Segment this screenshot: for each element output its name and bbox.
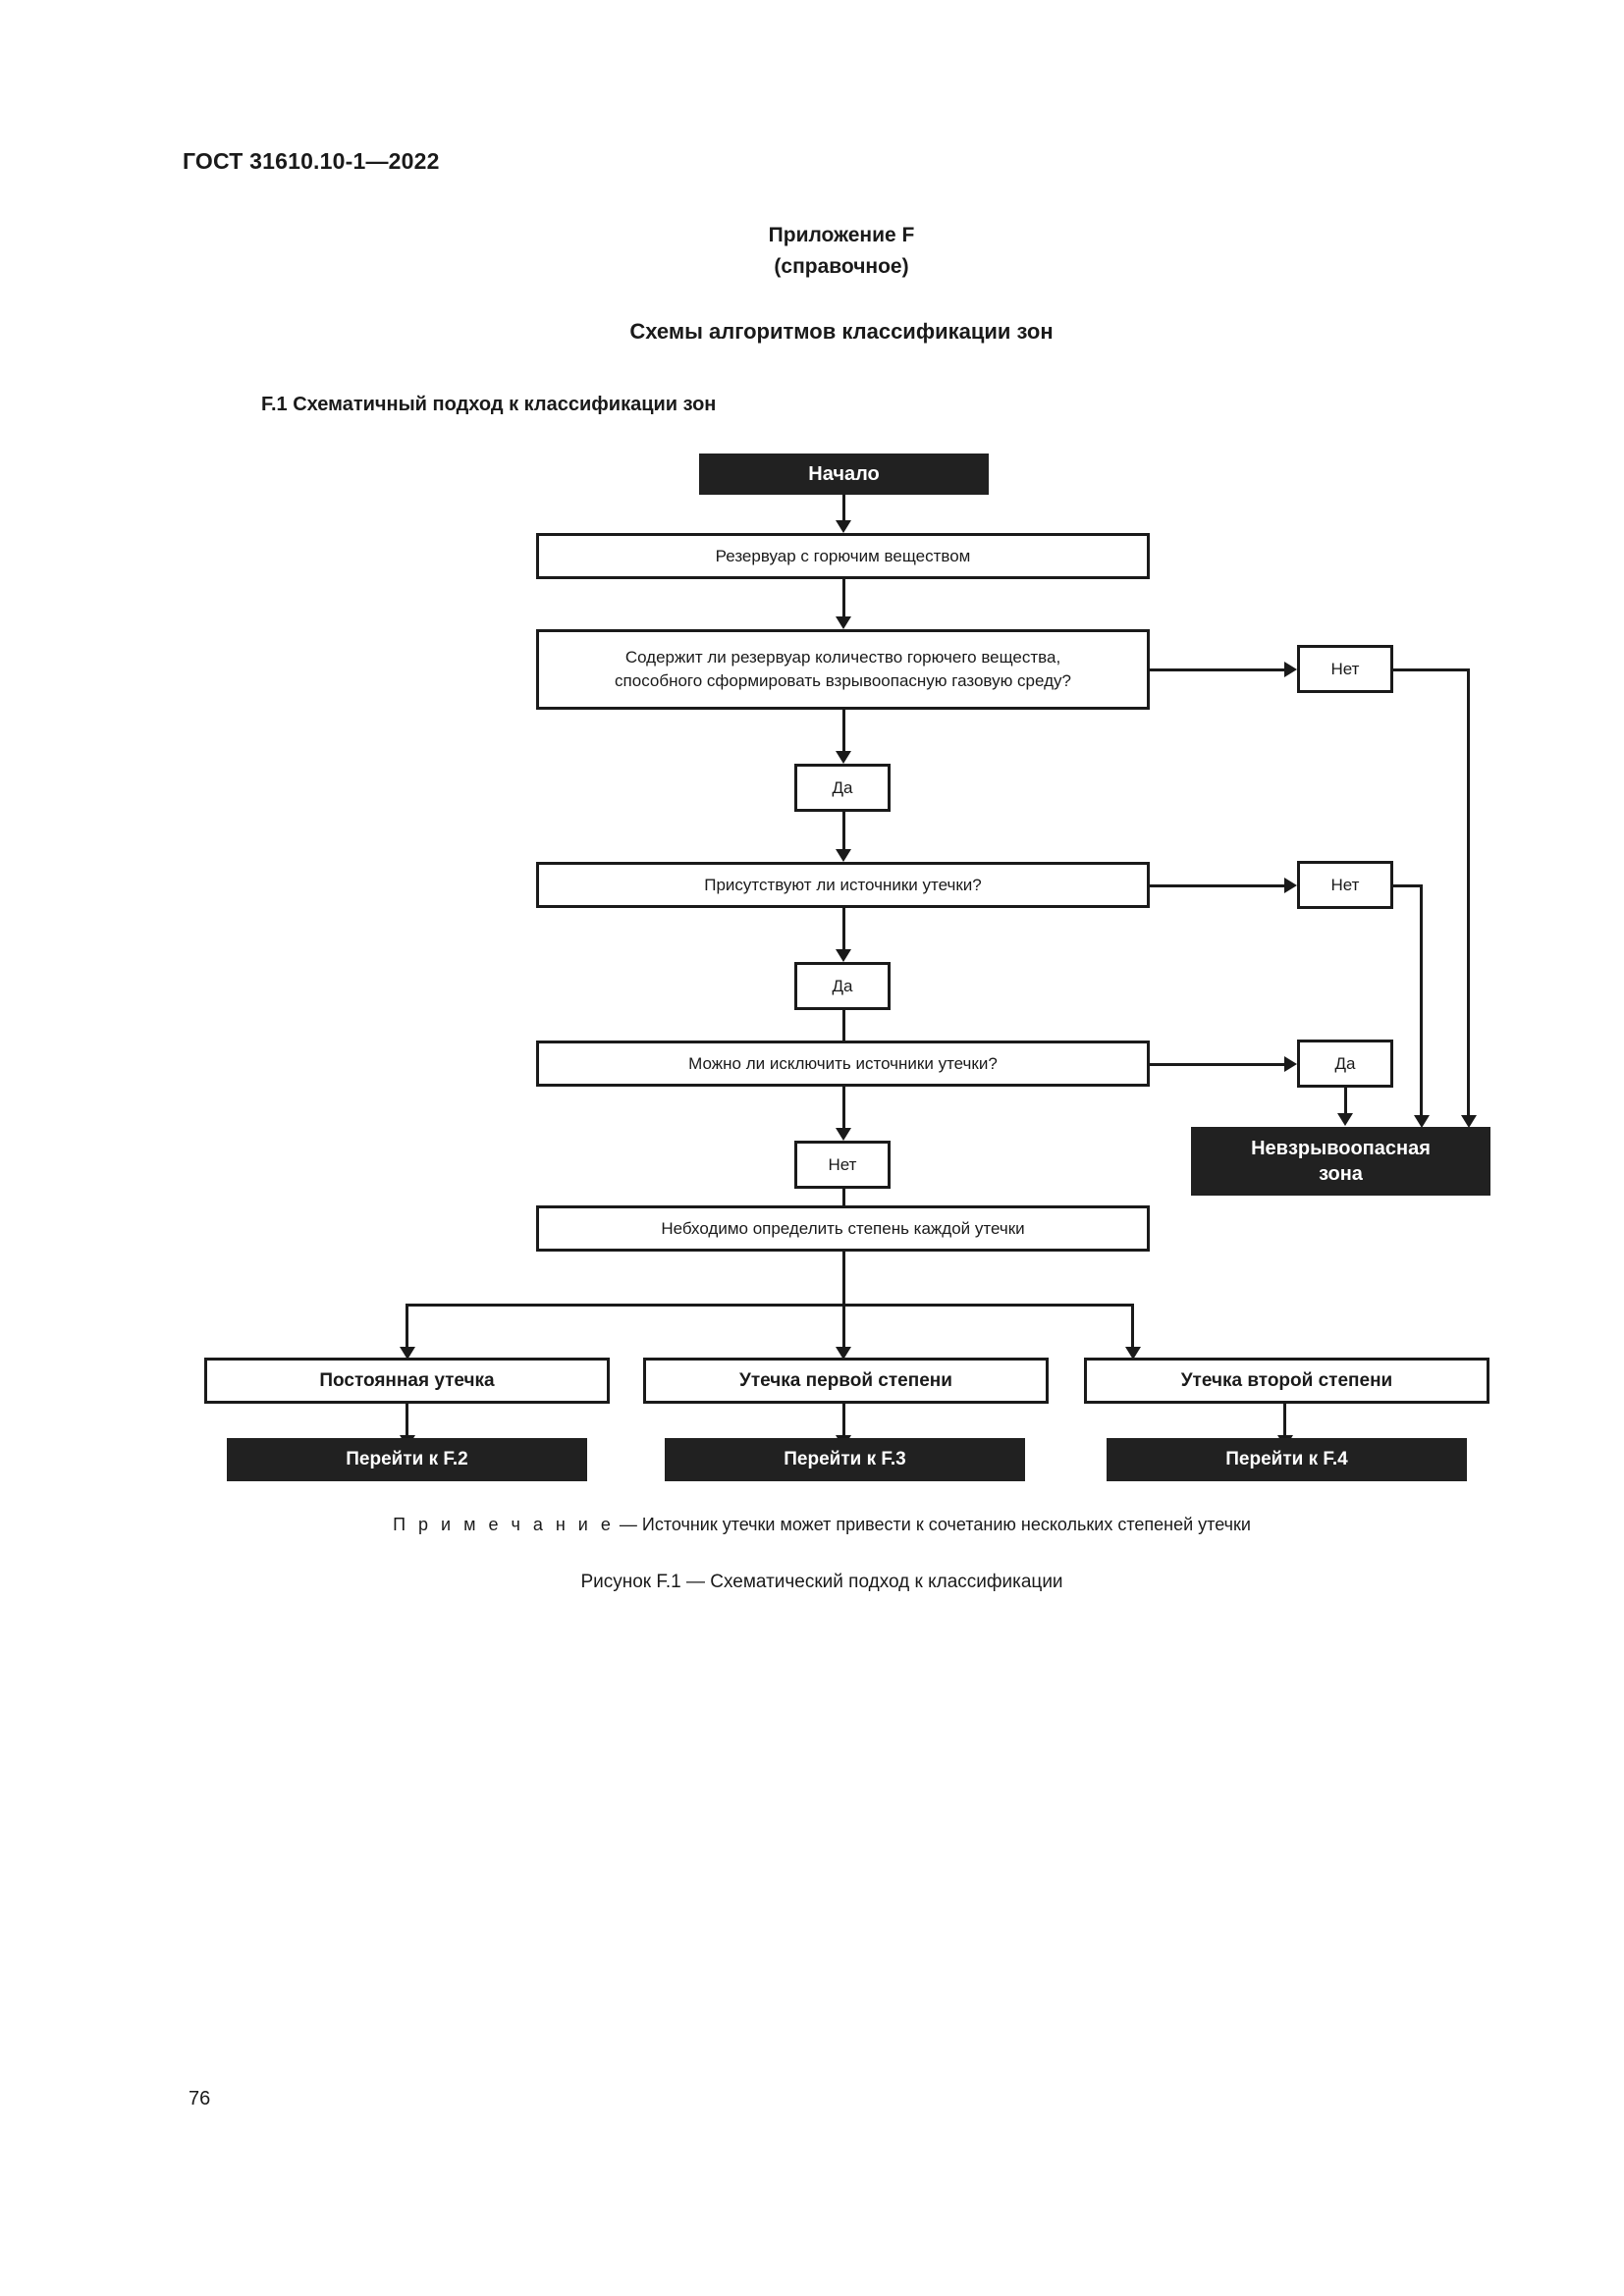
flow-node-q1-no: Нет: [1297, 645, 1393, 693]
connector-q3-yes-to-nonhazardous: [1344, 1088, 1347, 1117]
flow-node-q2-no: Нет: [1297, 861, 1393, 909]
arrowhead-q3-to-no: [836, 1128, 851, 1141]
flow-node-branch-label-2: Утечка второй степени: [1084, 1358, 1489, 1404]
flowchart-diagram: Начало Резервуар с горючим веществом Сод…: [204, 454, 1490, 1481]
arrowhead-q2-to-no: [1284, 878, 1297, 893]
section-title: Схемы алгоритмов классификации зон: [629, 319, 1054, 344]
flow-node-question-1-line2: способного сформировать взрывоопасную га…: [615, 671, 1071, 690]
flow-node-branch-label-1: Утечка первой степени: [643, 1358, 1049, 1404]
connector-start-to-vessel: [842, 495, 845, 524]
annex-title: Приложение F (справочное): [0, 220, 1624, 283]
flow-node-question-2: Присутствуют ли источники утечки?: [536, 862, 1150, 908]
figure-note: П р и м е ч а н и е — Источник утечки мо…: [0, 1515, 1624, 1535]
arrowhead-branch-1: [400, 1347, 415, 1360]
connector-q1-no-rail-h: [1393, 668, 1470, 671]
page-number: 76: [189, 2088, 211, 2109]
arrowhead-q3-to-yes: [1284, 1056, 1297, 1072]
connector-branch-3-drop: [1131, 1304, 1134, 1351]
figure-caption: Рисунок F.1 — Схематический подход к кла…: [580, 1572, 1063, 1592]
flow-node-nonhazardous-zone-line2: зона: [1319, 1163, 1363, 1185]
connector-q3-to-no: [842, 1087, 845, 1132]
annex-title-line1: Приложение F: [768, 224, 915, 246]
connector-q2-no-rail-v: [1420, 884, 1423, 1119]
arrowhead-branch-2: [836, 1347, 851, 1360]
flow-node-branch-label-0: Постоянная утечка: [204, 1358, 610, 1404]
connector-q1-to-no: [1150, 668, 1287, 671]
arrowhead-q1-to-no: [1284, 662, 1297, 677]
flow-node-question-1: Содержит ли резервуар количество горючег…: [536, 629, 1150, 710]
flow-node-branch-goto-0: Перейти к F.2: [227, 1438, 587, 1481]
connector-yes2-to-q3: [842, 1010, 845, 1051]
connector-q1-no-rail-v: [1467, 668, 1470, 1119]
annex-title-line2: (справочное): [774, 255, 909, 278]
flow-node-q3-no: Нет: [794, 1141, 891, 1189]
flow-node-q2-yes: Да: [794, 962, 891, 1010]
arrowhead-q3-yes-to-nonhazardous: [1337, 1113, 1353, 1126]
flow-node-nonhazardous-zone-line1: Невзрывоопасная: [1251, 1138, 1431, 1159]
flow-node-branch-goto-2: Перейти к F.4: [1107, 1438, 1467, 1481]
arrowhead-q1-to-yes: [836, 751, 851, 764]
flow-node-determine-grade: Небходимо определить степень каждой утеч…: [536, 1205, 1150, 1252]
arrowhead-branch-3: [1125, 1347, 1141, 1360]
connector-branch-1-to-goto: [406, 1404, 408, 1439]
arrowhead-q2-to-yes: [836, 949, 851, 962]
arrowhead-vessel-to-q1: [836, 616, 851, 629]
connector-grade-bus-horizontal: [406, 1304, 1134, 1307]
figure-note-lead: П р и м е ч а н и е: [393, 1515, 615, 1534]
connector-q3-to-yes: [1150, 1063, 1287, 1066]
document-header-standard-number: ГОСТ 31610.10-1—2022: [183, 148, 440, 174]
flow-node-question-1-line1: Содержит ли резервуар количество горючег…: [624, 648, 1061, 667]
connector-q2-to-yes: [842, 908, 845, 953]
connector-yes1-to-q2: [842, 812, 845, 853]
flow-node-nonhazardous-zone: Невзрывоопасная зона: [1191, 1127, 1490, 1196]
figure-note-text: — Источник утечки может привести к сочет…: [614, 1515, 1251, 1534]
connector-branch-3-to-goto: [1283, 1404, 1286, 1439]
connector-branch-2-to-goto: [842, 1404, 845, 1439]
connector-q2-to-no: [1150, 884, 1287, 887]
arrowhead-q1-no-to-nonhazardous: [1461, 1115, 1477, 1128]
flow-node-q3-yes: Да: [1297, 1040, 1393, 1088]
arrowhead-q2-no-to-nonhazardous: [1414, 1115, 1430, 1128]
connector-q1-to-yes: [842, 710, 845, 755]
connector-grade-bus-stem: [842, 1252, 845, 1304]
connector-vessel-to-q1: [842, 579, 845, 620]
flow-node-vessel: Резервуар с горючим веществом: [536, 533, 1150, 579]
subsection-title: F.1 Схематичный подход к классификации з…: [261, 394, 717, 415]
arrowhead-yes1-to-q2: [836, 849, 851, 862]
flow-node-q1-yes: Да: [794, 764, 891, 812]
flow-node-question-3: Можно ли исключить источники утечки?: [536, 1041, 1150, 1087]
connector-branch-1-drop: [406, 1304, 408, 1351]
flow-node-start: Начало: [699, 454, 989, 495]
flow-node-branch-goto-1: Перейти к F.3: [665, 1438, 1025, 1481]
arrowhead-start-to-vessel: [836, 520, 851, 533]
connector-q2-no-rail-h: [1393, 884, 1423, 887]
connector-branch-2-drop: [842, 1304, 845, 1351]
